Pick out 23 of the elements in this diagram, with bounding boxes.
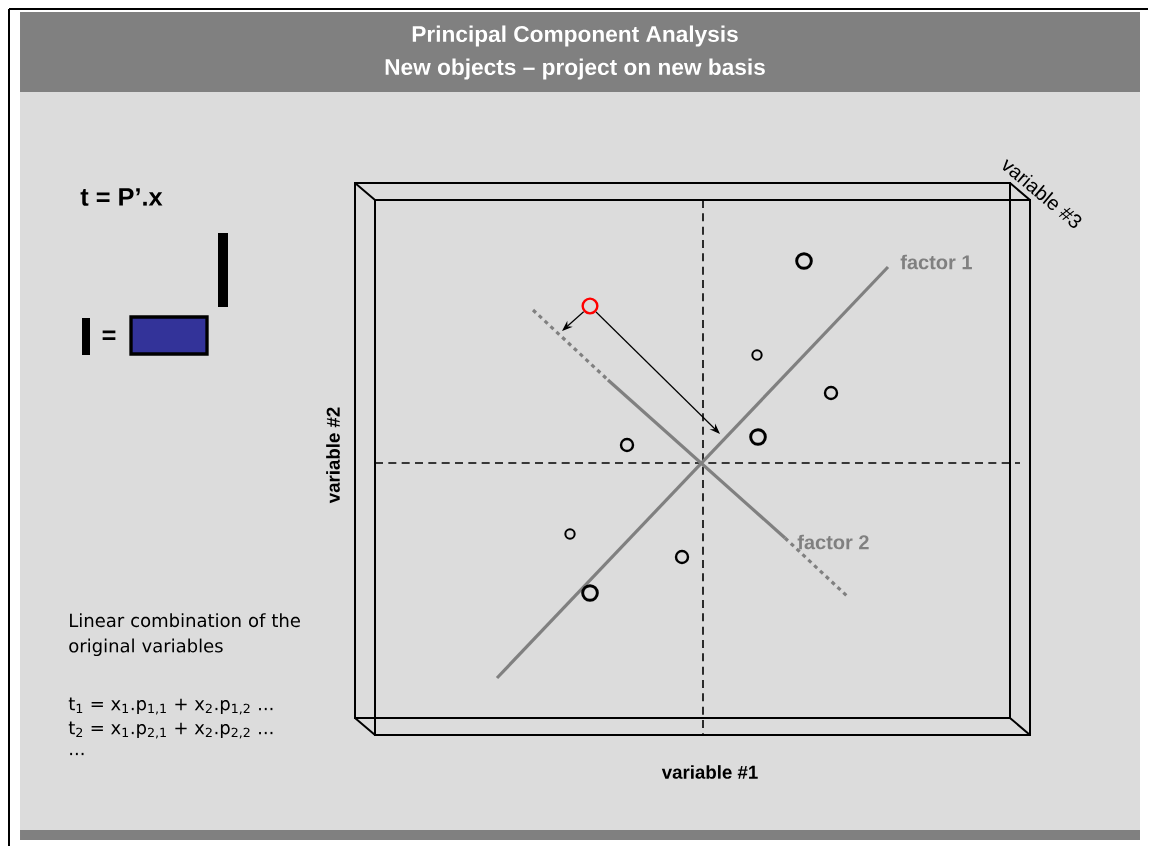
description-text: Linear combination of the original variables [69,613,300,656]
data-point [564,528,576,540]
data-point [795,252,813,270]
data-point [674,549,690,565]
axis-label: variable #1 [661,765,758,779]
title-text: Principal Component Analysis [412,25,738,47]
factor-label: factor 1 [900,254,972,270]
ellipsis-text: ... [70,752,84,756]
projection-arrow [595,311,720,434]
projection-arrow [562,311,585,331]
equals-sign: = [102,330,116,340]
data-point [751,349,763,361]
data-point [619,437,635,453]
subtitle-text: New objects – project on new basis [385,58,765,80]
equation-text: t$_{2}$ = x$_{1}$.p$_{2,1}$ + x$_{2}$.p$_{2,2}$ ... [68,721,273,739]
data-point [823,385,839,401]
data-point [749,428,767,446]
data-point [581,584,599,602]
axis-label: variable #2 [326,407,340,504]
factor-label: factor 2 [797,534,869,550]
equation-text: t$_{1}$ = x$_{1}$.p$_{1,1}$ + x$_{2}$.p$_{1,2}$ ... [68,697,273,715]
formula-text: t = P’.x [80,188,163,206]
new-object-point [581,297,599,315]
